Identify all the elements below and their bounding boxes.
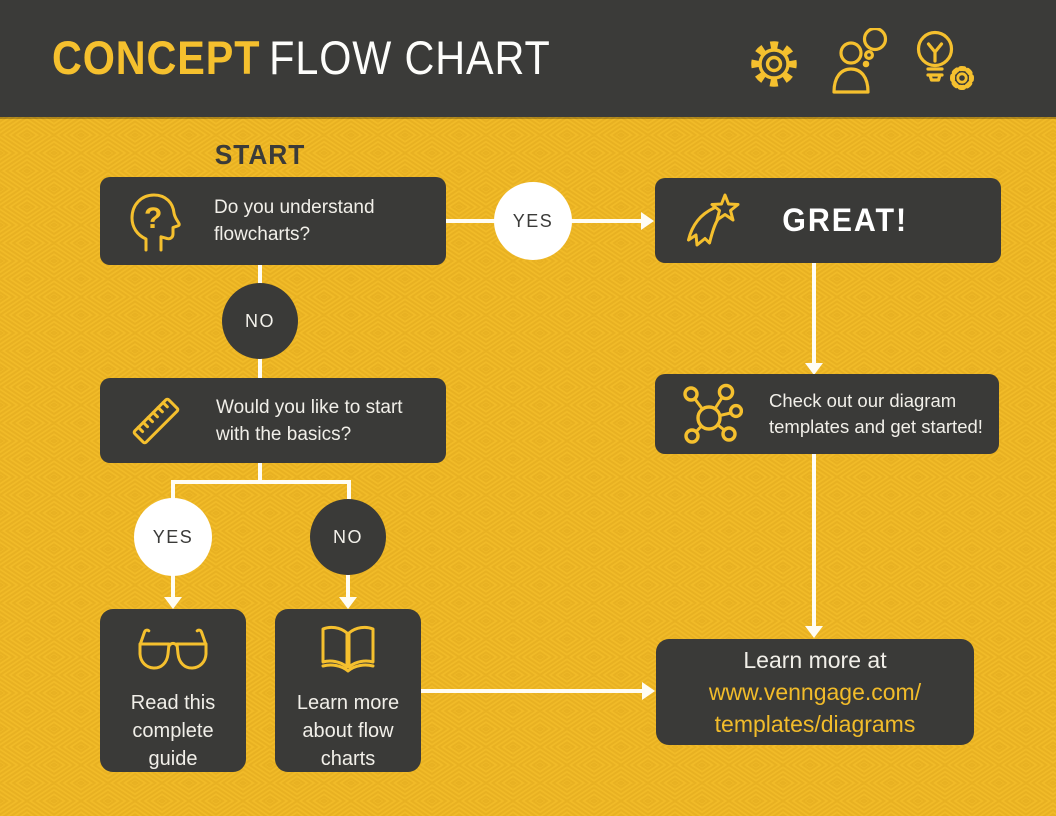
arrowhead-into-read: [164, 597, 182, 609]
connector-yes2-to-read: [171, 575, 175, 599]
node-learn-more-url: Learn more at www.venngage.com/ template…: [656, 639, 974, 745]
connector-learnflow-to-learnmore: [421, 689, 643, 693]
arrowhead-into-learnflow: [339, 597, 357, 609]
venngage-url-line-2: templates/diagrams: [714, 711, 916, 737]
great-text: GREAT!: [782, 202, 908, 238]
question-1-text: Do you understand flowcharts?: [214, 197, 375, 245]
person-thought-icon: [826, 28, 890, 96]
lightbulb-gear-icon: [910, 28, 978, 96]
decision-no-2: NO: [310, 499, 386, 575]
question-2-text: Would you like to start with the basics?: [216, 396, 403, 445]
shooting-star-icon: [681, 192, 745, 250]
arrowhead-into-learnmore-top: [805, 626, 823, 638]
page-title-rest: FLOW CHART: [269, 31, 551, 84]
node-question-2: Would you like to start with the basics?: [100, 378, 446, 463]
network-icon: [679, 382, 743, 446]
connector-branch-to-yes2: [171, 480, 175, 500]
head-question-icon: ?: [126, 190, 184, 252]
connector-branch-to-no2: [347, 480, 351, 500]
connector-templates-to-learnmore: [812, 454, 816, 628]
connector-great-to-templates: [812, 262, 816, 365]
node-read-guide: Read this complete guide: [100, 609, 246, 772]
connector-no2-to-learnflow: [346, 575, 350, 599]
arrowhead-into-templates: [805, 363, 823, 375]
ruler-icon: [126, 391, 186, 451]
gear-icon: [742, 32, 806, 96]
venngage-url-line-1: www.venngage.com/: [708, 679, 922, 705]
page-title-accent: CONCEPT: [52, 31, 261, 84]
connector-q2-branch-stem: [258, 461, 262, 484]
arrowhead-into-learnmore-left: [642, 682, 655, 700]
node-diagram-templates: Check out our diagram templates and get …: [655, 374, 999, 454]
connector-q2-branch-bar: [171, 480, 351, 484]
decision-yes-2: YES: [134, 498, 212, 576]
learn-more-intro: Learn more at: [743, 647, 887, 673]
read-guide-text: Read this complete guide: [130, 692, 216, 770]
glasses-icon: [135, 625, 211, 675]
node-learn-flowcharts: Learn more about flow charts: [275, 609, 421, 772]
svg-text:?: ?: [144, 202, 162, 235]
diagram-templates-text: Check out our diagram templates and get …: [769, 390, 983, 437]
open-book-icon: [318, 623, 378, 677]
learn-flowcharts-text: Learn more about flow charts: [296, 692, 400, 770]
decision-no-1: NO: [222, 283, 298, 359]
arrowhead-into-great: [641, 212, 654, 230]
node-question-1: ? Do you understand flowcharts?: [100, 177, 446, 265]
node-great: GREAT!: [655, 178, 1001, 263]
decision-yes-1: YES: [494, 182, 572, 260]
start-label: START: [214, 139, 306, 170]
header-icons: [742, 28, 978, 96]
